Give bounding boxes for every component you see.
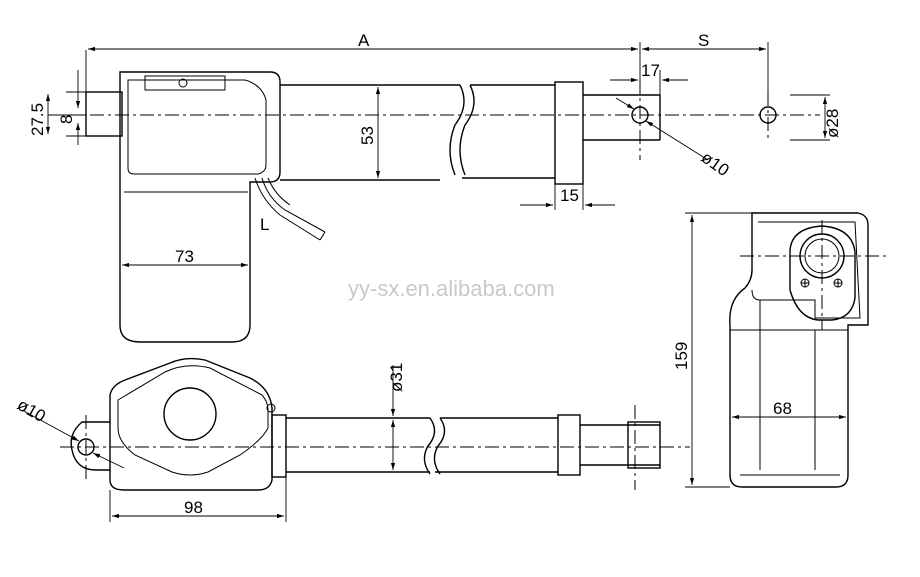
cable-end: [319, 231, 326, 241]
cable-2: [261, 177, 326, 233]
dim-28-label: ø28: [823, 109, 842, 138]
end-mount-plate: [789, 225, 856, 321]
housing-inner-outline: [127, 79, 267, 175]
dim-159-label: 159: [672, 342, 691, 370]
rear-clevis: [85, 91, 123, 137]
cable-3: [267, 177, 291, 206]
end-housing: [729, 212, 869, 488]
bottom-front-cap: [557, 414, 581, 476]
bottom-break-2: [433, 417, 446, 475]
bottom-collar: [271, 414, 287, 478]
break-line-1: [449, 84, 465, 176]
top-view: A S 17 27.5 8 53 ø28 ø10 15: [28, 31, 842, 343]
dim-a-label: A: [358, 31, 370, 50]
bottom-rod-end: [627, 421, 661, 469]
dim-l-label: L: [260, 215, 269, 234]
watermark-text: yy-sx.en.alibaba.com: [348, 276, 555, 301]
rear-eye: [70, 421, 110, 471]
dim-53-label: 53: [358, 126, 377, 145]
end-view: 159 68: [672, 212, 890, 488]
bottom-view: ø10 ø31 98: [14, 357, 690, 522]
screw-hole: [178, 78, 188, 88]
label-plate: [144, 75, 226, 91]
dim-10-leader: [645, 120, 709, 161]
dim-17-label: 17: [641, 61, 660, 80]
bottom-screw: [266, 403, 276, 413]
dim-8-label: 8: [57, 115, 76, 124]
dim-10-leader-2: [615, 97, 635, 110]
dim-98-label: 98: [184, 498, 203, 517]
cable-1: [254, 177, 321, 241]
bottom-break-1: [423, 417, 436, 475]
dim-73-label: 73: [175, 247, 194, 266]
bottom-housing: [109, 357, 273, 491]
bottom-flange: [117, 365, 269, 476]
dim-68-label: 68: [773, 399, 792, 418]
bottom-dim-10-leader-2: [92, 452, 125, 469]
gear-circle: [163, 387, 217, 441]
dim-10-label: ø10: [698, 148, 733, 180]
dim-31-label: ø31: [387, 363, 406, 392]
front-cap: [554, 81, 584, 185]
bottom-dim-10-leader: [21, 409, 80, 442]
motor-housing: [119, 71, 281, 343]
break-line-2: [459, 84, 475, 176]
dim-15-label: 15: [560, 186, 579, 205]
dim-27-5-label: 27.5: [28, 103, 47, 136]
end-housing-inner: [751, 221, 861, 319]
dim-s-label: S: [698, 31, 709, 50]
